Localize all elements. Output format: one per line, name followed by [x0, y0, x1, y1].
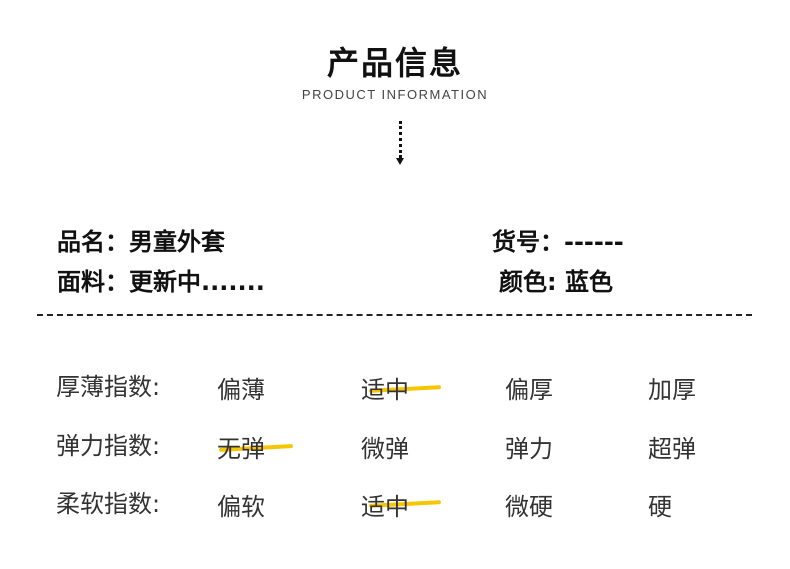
rating-option: 微弹 [361, 435, 409, 463]
rating-option: 硬 [648, 493, 672, 521]
arrow-head-icon [396, 158, 404, 165]
elasticity-index-label: 弹力指数: [56, 432, 161, 460]
thickness-index-label: 厚薄指数: [56, 373, 161, 401]
page-title: 产品信息 [326, 44, 463, 82]
product-sku-value: ------ [564, 228, 624, 256]
dashed-divider [37, 314, 752, 316]
product-sku-row: 货号：------ [492, 222, 624, 257]
rating-option: 偏软 [217, 493, 265, 521]
product-color-row: 颜色: 蓝色 [499, 262, 613, 297]
product-fabric-label: 面料： [57, 268, 129, 296]
product-fabric-row: 面料：更新中....... [57, 262, 265, 297]
product-fabric-value: 更新中....... [129, 268, 265, 296]
product-color-label: 颜色: [499, 268, 557, 296]
product-color-value: 蓝色 [564, 268, 613, 296]
rating-option-selected: 无弹 [217, 429, 294, 464]
product-sku-label: 货号： [492, 228, 564, 256]
rating-option-selected: 适中 [361, 370, 442, 405]
rating-option: 加厚 [648, 376, 696, 404]
product-name-label: 品名： [57, 228, 129, 256]
rating-option: 偏厚 [505, 376, 553, 404]
page-subtitle: PRODUCT INFORMATION [301, 87, 489, 102]
product-name-row: 品名：男童外套 [57, 222, 225, 257]
softness-index-label: 柔软指数: [56, 490, 161, 518]
rating-option: 偏薄 [217, 376, 265, 404]
rating-option-selected: 适中 [361, 487, 442, 522]
dotted-down-arrow-icon [399, 121, 402, 158]
rating-option: 超弹 [648, 435, 696, 463]
rating-option: 微硬 [505, 493, 553, 521]
rating-option: 弹力 [505, 435, 553, 463]
product-name-value: 男童外套 [129, 228, 225, 256]
